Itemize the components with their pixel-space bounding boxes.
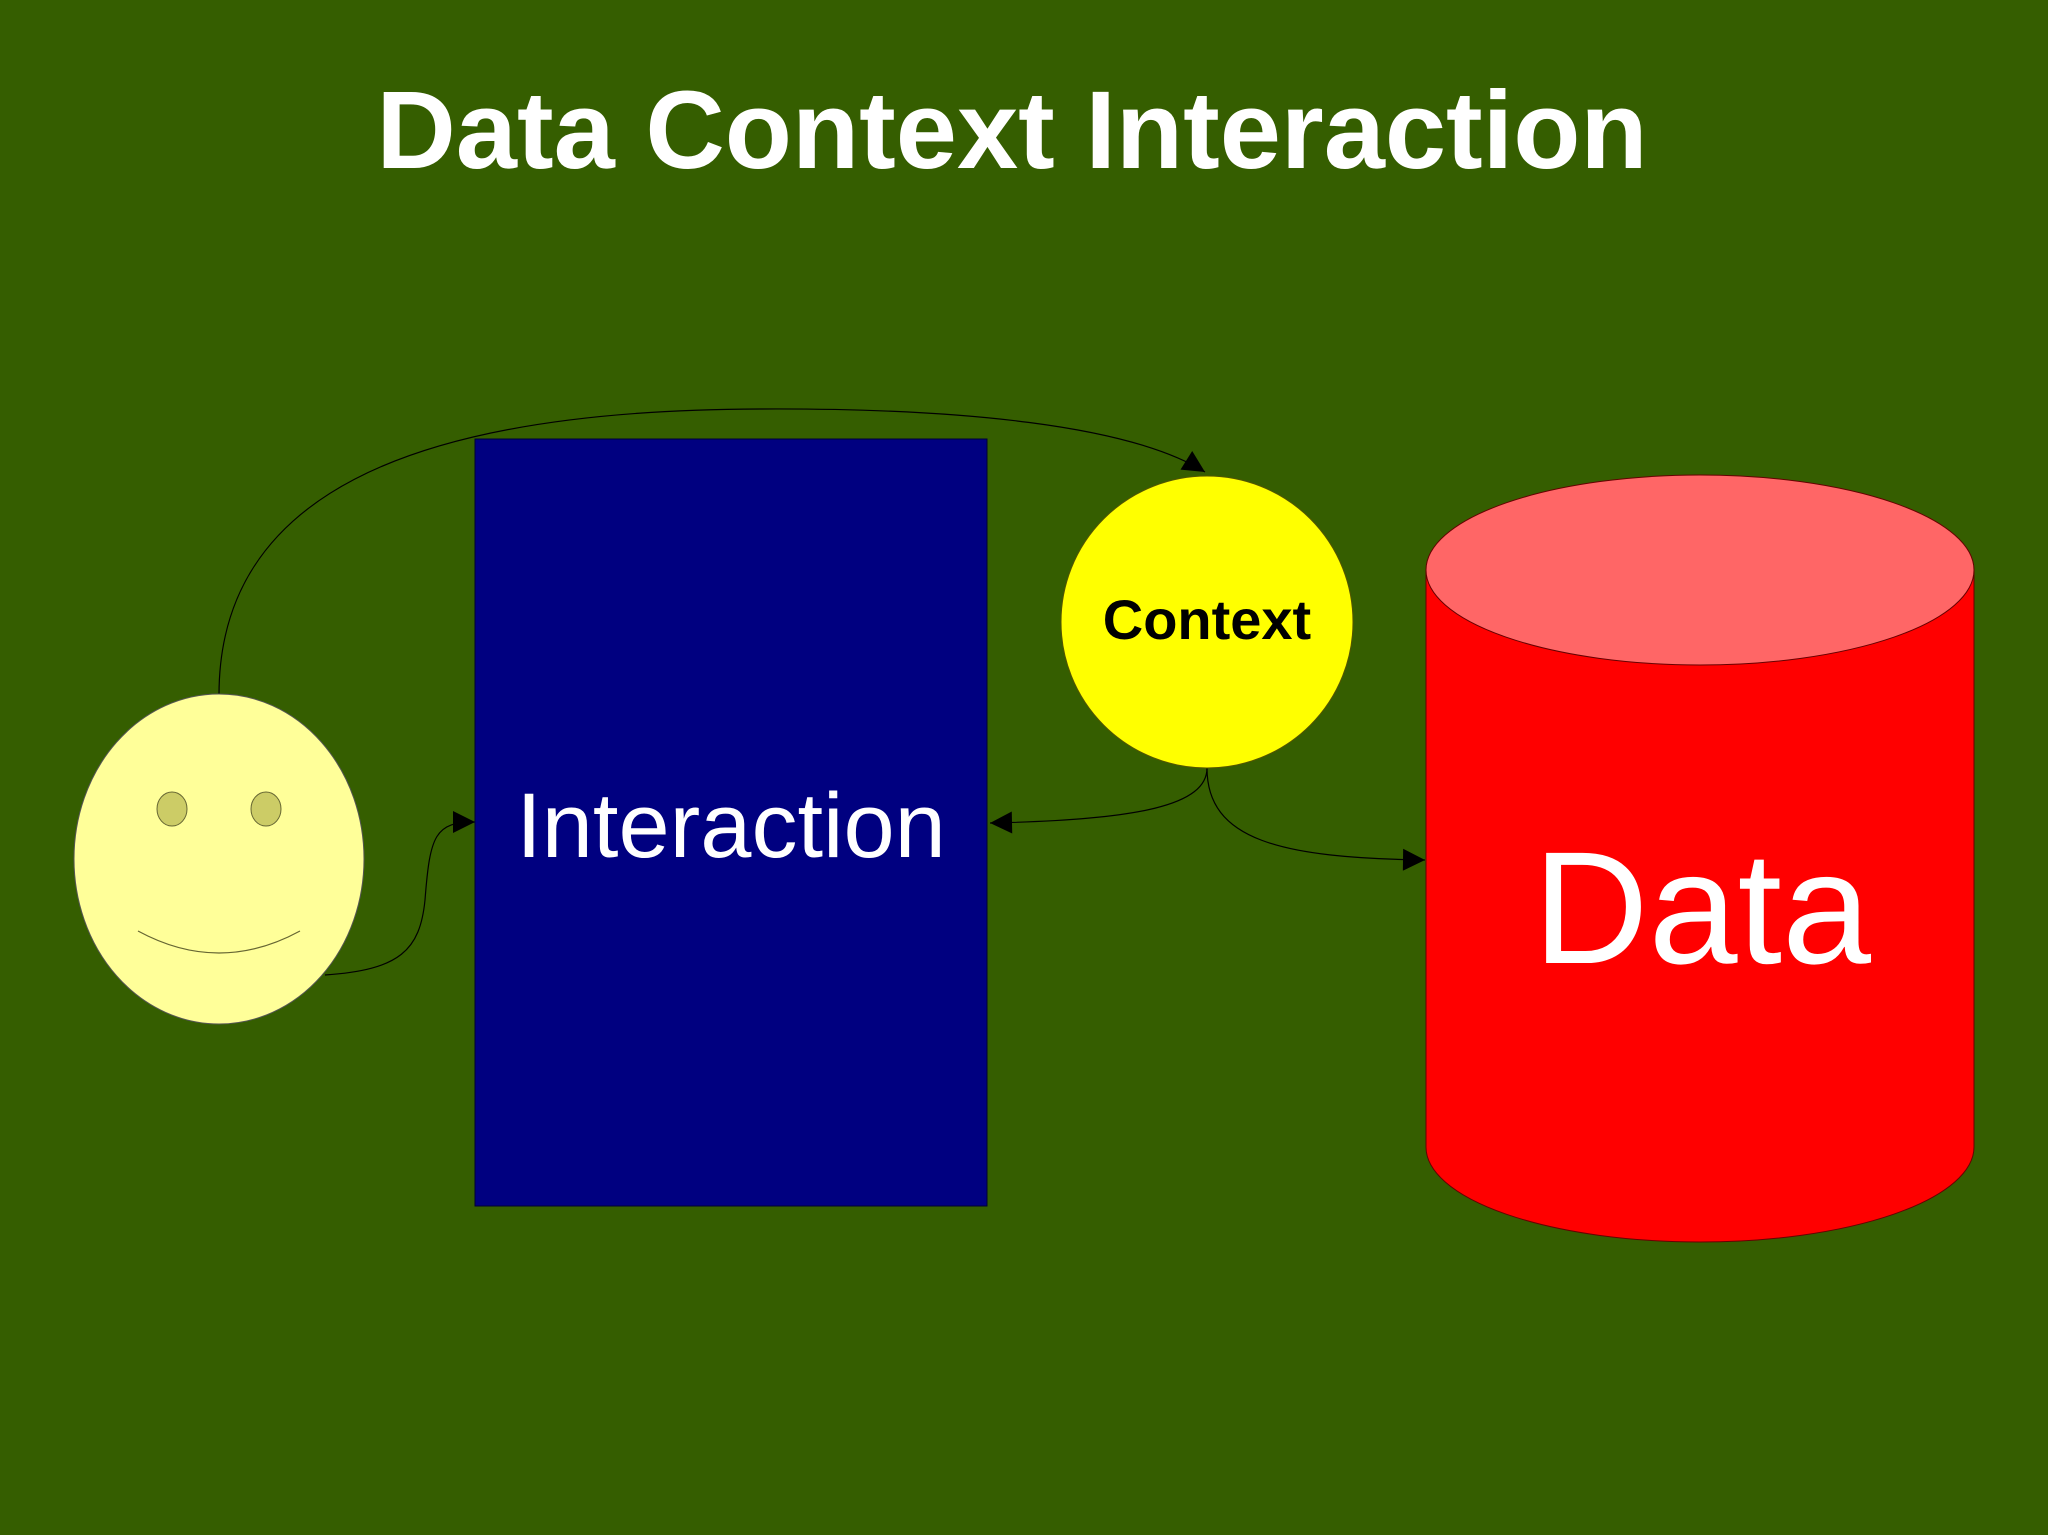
data-cylinder-body [1425,569,1975,1243]
data-cylinder-top [1425,474,1975,666]
interaction-label: Interaction [516,775,946,877]
slide-title: Data Context Interaction [376,69,1647,192]
context-circle [1060,475,1354,769]
database-cylinder-icon [1425,474,1975,1243]
smile-mouth [137,930,301,954]
connector-user-to-interaction [324,811,476,976]
smiley-face-icon [73,693,365,1025]
connector-context-to-interaction [989,767,1208,834]
right-eye [250,791,282,827]
connector-context-to-data [1206,767,1426,871]
context-label: Context [1103,588,1311,651]
interaction-box [474,438,988,1207]
user-face [73,693,365,1025]
left-eye [156,791,188,827]
data-label: Data [1533,818,1871,997]
connector-user-to-context [218,408,1206,696]
